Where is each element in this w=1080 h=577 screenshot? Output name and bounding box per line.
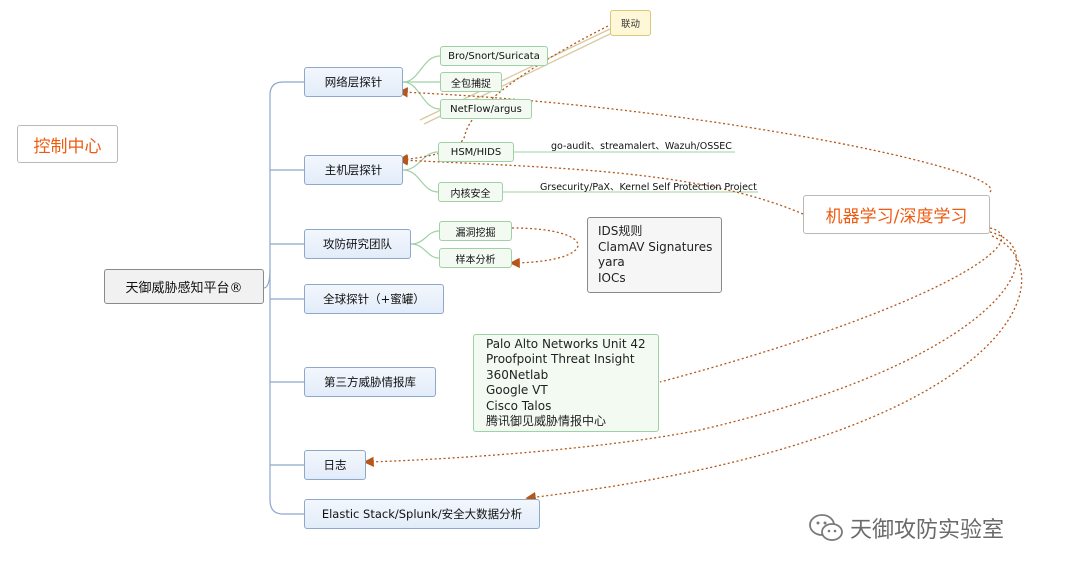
category-label: Elastic Stack/Splunk/安全大数据分析	[321, 507, 523, 521]
category-network-probe: 网络层探针	[304, 67, 403, 97]
root-label: 天御威胁感知平台®	[125, 281, 243, 296]
category-host-probe: 主机层探针	[304, 155, 403, 185]
linkage-note: 联动	[610, 10, 651, 36]
category-label: 第三方威胁情报库	[324, 375, 416, 389]
ids-item: yara	[598, 255, 625, 269]
leaf-full-capture: 全包捕捉	[440, 72, 502, 92]
leaf-netflow: NetFlow/argus	[440, 99, 532, 119]
control-center: 控制中心	[17, 125, 118, 163]
leaf-hsm-hids: HSM/HIDS	[438, 142, 514, 162]
category-third-party: 第三方威胁情报库	[304, 367, 436, 397]
label-underlines	[503, 151, 758, 193]
control-center-label: 控制中心	[33, 136, 102, 157]
leaf-kernel-security: 内核安全	[438, 182, 503, 202]
leaf-label: 全包捕捉	[451, 78, 491, 90]
wechat-icon	[809, 514, 843, 541]
intel-item: Google VT	[486, 383, 548, 397]
leaf-bro-snort-suricata: Bro/Snort/Suricata	[440, 46, 548, 66]
intel-item: Palo Alto Networks Unit 42	[486, 336, 646, 351]
category-team: 攻防研究团队	[304, 229, 411, 259]
leaf-label: NetFlow/argus	[450, 103, 522, 115]
ids-list-box: IDS规则 ClamAV Signatures yara IOCs	[587, 217, 722, 293]
watermark: 天御攻防实验室	[808, 512, 1004, 544]
root-node: 天御威胁感知平台®	[104, 269, 264, 304]
category-label: 网络层探针	[324, 75, 383, 89]
leaf-label: HSM/HIDS	[450, 146, 502, 158]
category-label: 全球探针（+蜜罐）	[323, 292, 425, 306]
ids-item: ClamAV Signatures	[598, 239, 713, 254]
intel-item: 腾讯御见威胁情报中心	[486, 414, 607, 428]
category-label: 攻防研究团队	[323, 237, 392, 251]
leaf-label: 漏洞挖掘	[455, 227, 496, 239]
category-global-probe: 全球探针（+蜜罐）	[304, 284, 444, 314]
kernel-tools-label: Grsecurity/PaX、Kernel Self Protection Pr…	[540, 182, 757, 193]
category-bigdata: Elastic Stack/Splunk/安全大数据分析	[304, 499, 540, 529]
category-label: 主机层探针	[324, 163, 383, 177]
watermark-label: 天御攻防实验室	[850, 518, 1005, 543]
category-label: 日志	[323, 458, 347, 472]
hsm-tools-label: go-audit、streamalert、Wazuh/OSSEC	[551, 141, 732, 152]
intel-item: Cisco Talos	[486, 398, 552, 413]
intel-item: Proofpoint Threat Insight	[486, 352, 635, 366]
leaf-sample-analysis: 样本分析	[439, 248, 512, 268]
ids-item: IDS规则	[598, 224, 643, 238]
leaf-label: 内核安全	[450, 188, 491, 200]
category-logs: 日志	[304, 450, 366, 480]
intel-list-box: Palo Alto Networks Unit 42 Proofpoint Th…	[473, 334, 659, 432]
linkage-label: 联动	[620, 19, 640, 30]
root-connectors	[263, 81, 304, 515]
leaf-vuln-mining: 漏洞挖掘	[439, 221, 512, 241]
ml-label: 机器学习/深度学习	[825, 207, 968, 227]
ids-item: IOCs	[598, 270, 626, 285]
ml-node: 机器学习/深度学习	[803, 195, 990, 234]
intel-item: 360Netlab	[486, 367, 549, 382]
leaf-label: 样本分析	[455, 254, 496, 266]
leaf-label: Bro/Snort/Suricata	[448, 50, 540, 62]
